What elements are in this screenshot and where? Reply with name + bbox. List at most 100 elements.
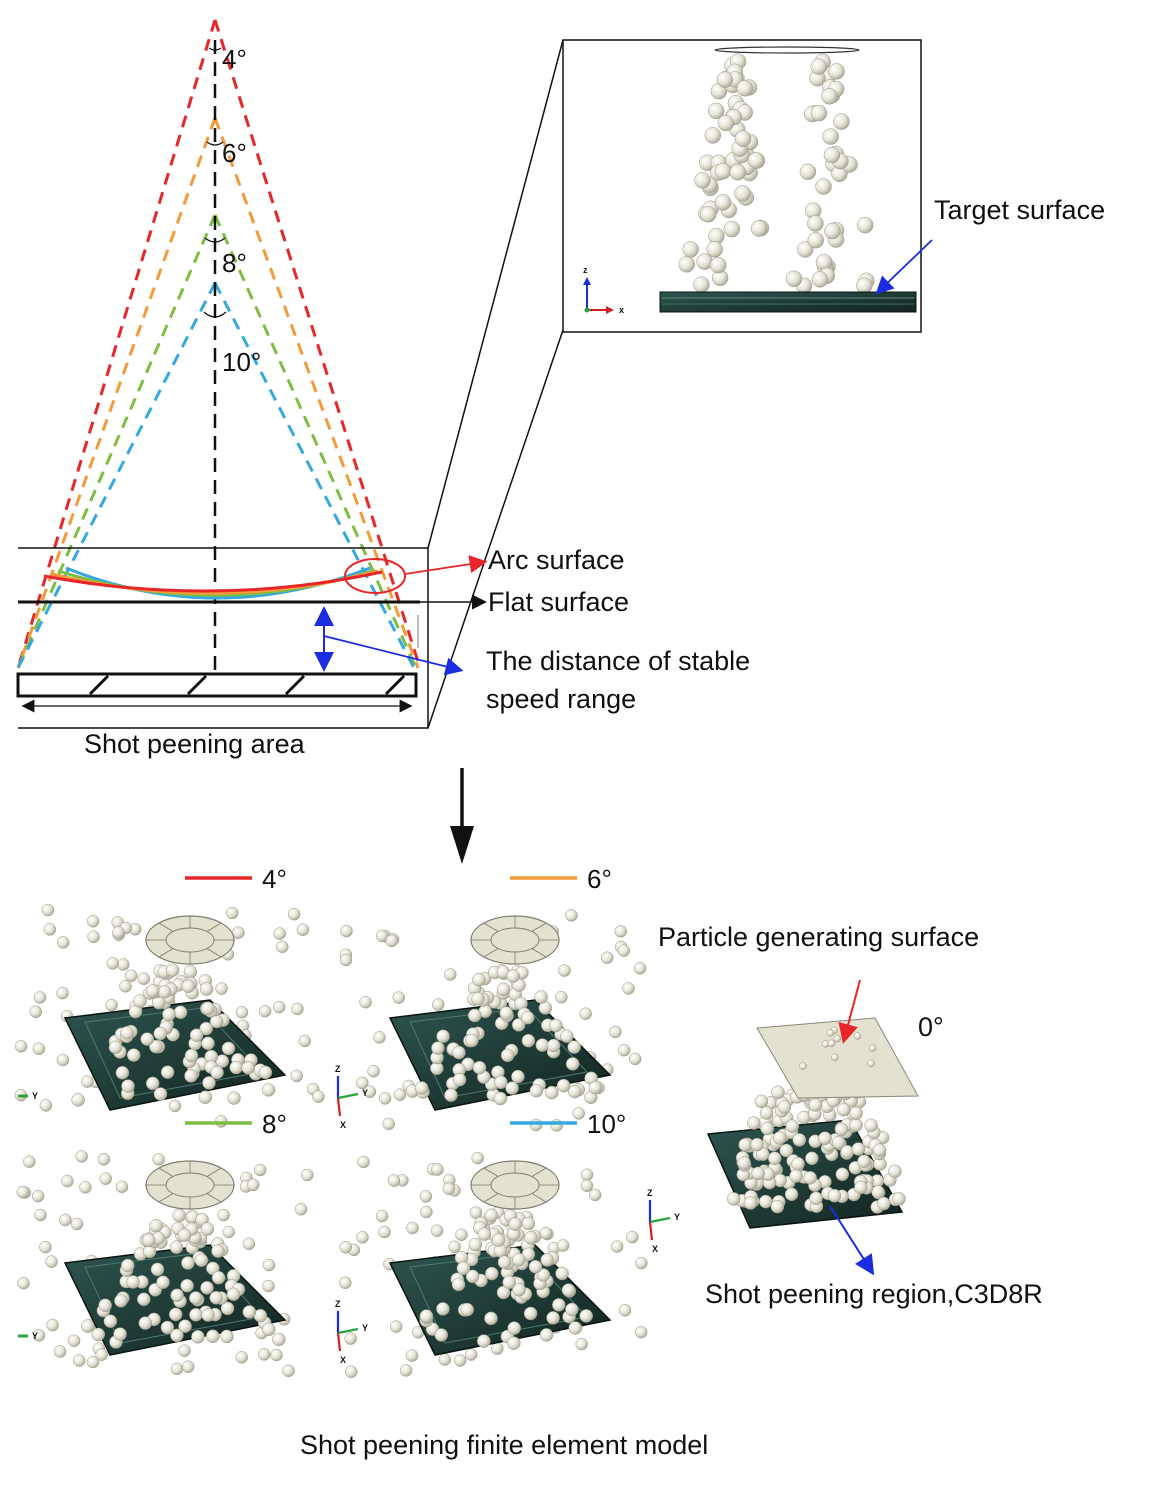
inset-axis-z: z <box>583 265 588 275</box>
shot-ball <box>505 1081 519 1095</box>
shot-ball <box>301 1168 314 1182</box>
shot-ball <box>833 113 850 130</box>
shot-ball <box>550 1119 563 1132</box>
shot-ball <box>165 963 180 977</box>
shot-ball <box>272 1332 286 1347</box>
shot-ball <box>53 1345 67 1358</box>
shot-ball <box>173 1005 188 1020</box>
shot-ball <box>59 1213 72 1227</box>
shot-ball <box>511 1018 526 1032</box>
shot-ball <box>153 1087 168 1101</box>
nozzle-spoke <box>483 922 499 932</box>
shot-ball <box>520 1010 535 1025</box>
shot-ball <box>736 79 754 97</box>
shot-ball <box>430 1224 444 1237</box>
legend-label: 10° <box>587 1109 626 1139</box>
shot-ball <box>628 1052 642 1066</box>
shot-ball <box>506 969 520 983</box>
shot-ball <box>567 1040 581 1054</box>
generating-callout-arrow <box>838 979 861 1044</box>
shot-ball <box>434 1328 449 1342</box>
shot-ball <box>580 1168 594 1181</box>
shot-ball <box>438 1353 452 1366</box>
shot-ball <box>555 1266 569 1281</box>
shot-ball <box>229 1060 243 1075</box>
shot-ball <box>750 1137 764 1152</box>
nozzle-spoke <box>531 948 547 958</box>
shot-ball <box>436 1302 450 1316</box>
shot-ball <box>618 1304 632 1317</box>
shot-ball <box>633 961 647 975</box>
shot-ball <box>200 1281 214 1295</box>
shot-ball <box>877 1196 891 1211</box>
shot-ball <box>467 1008 482 1023</box>
shot-ball <box>484 1208 499 1222</box>
shot-ball <box>823 146 841 164</box>
shot-ball <box>777 1100 792 1114</box>
shot-ball <box>738 1138 752 1152</box>
shot-ball <box>261 1083 276 1097</box>
shot-ball <box>157 985 172 999</box>
shot-ball <box>201 1036 215 1051</box>
shot-ball <box>170 1362 184 1376</box>
nozzle-spoke <box>206 1167 222 1177</box>
shot-ball <box>67 1334 81 1347</box>
shot-ball <box>184 1069 198 1083</box>
shot-ball <box>857 1154 871 1169</box>
axis-triad: ZYX <box>647 1188 680 1254</box>
shot-ball <box>565 909 578 922</box>
shot-ball <box>356 1231 369 1244</box>
shot-ball <box>871 1185 885 1199</box>
shot-ball <box>113 1327 127 1341</box>
shot-ball <box>704 127 722 144</box>
shot-ball <box>560 1029 574 1043</box>
shot-ball <box>262 1258 276 1272</box>
shot-ball <box>114 1294 128 1308</box>
shot-ball <box>539 1328 554 1342</box>
shot-ball <box>290 1069 303 1083</box>
shot-ball <box>499 1006 514 1020</box>
shot-ball <box>747 152 765 169</box>
flat-model-surface-shots <box>799 1026 877 1070</box>
shot-ball <box>609 1025 622 1039</box>
axis-x-label: X <box>652 1244 658 1254</box>
shot-ball <box>419 1190 433 1203</box>
shot-ball <box>588 1080 603 1095</box>
shot-ball <box>789 1169 803 1183</box>
shot-ball <box>17 1276 30 1290</box>
angle-label-8: 8° <box>222 248 247 278</box>
shot-ball <box>500 1048 515 1063</box>
shot-ball <box>545 1085 559 1100</box>
shot-ball <box>363 1085 377 1098</box>
shot-ball <box>393 1088 407 1101</box>
shot-ball <box>534 990 548 1004</box>
shot-ball <box>822 128 839 145</box>
shot-ball <box>226 1287 241 1302</box>
shot-ball <box>246 1178 260 1192</box>
nozzle-spoke <box>158 1193 174 1203</box>
shot-ball <box>39 1240 52 1254</box>
shot-ball <box>565 1057 580 1071</box>
shot-ball <box>201 1001 215 1016</box>
shot-ball <box>262 1279 275 1293</box>
shot-ball <box>200 1222 215 1236</box>
shot-ball <box>610 1240 624 1253</box>
shot-ball <box>540 1253 554 1267</box>
area-box <box>18 547 429 729</box>
shot-ball <box>512 1253 526 1267</box>
shot-ball <box>253 1163 267 1177</box>
fe-panel-4: 10° <box>339 1109 648 1379</box>
shot-ball <box>191 1330 205 1344</box>
shot-ball <box>809 1191 823 1206</box>
shot-ball <box>826 1029 835 1037</box>
shot-ball <box>444 968 457 981</box>
area-label: Shot peening area <box>84 729 306 759</box>
shot-ball <box>257 1348 271 1361</box>
shot-ball <box>824 222 841 240</box>
shot-ball <box>194 1253 209 1267</box>
shot-ball <box>406 1221 419 1235</box>
shot-ball <box>580 1179 594 1192</box>
shot-ball <box>168 1307 183 1322</box>
shot-ball <box>29 1005 43 1019</box>
